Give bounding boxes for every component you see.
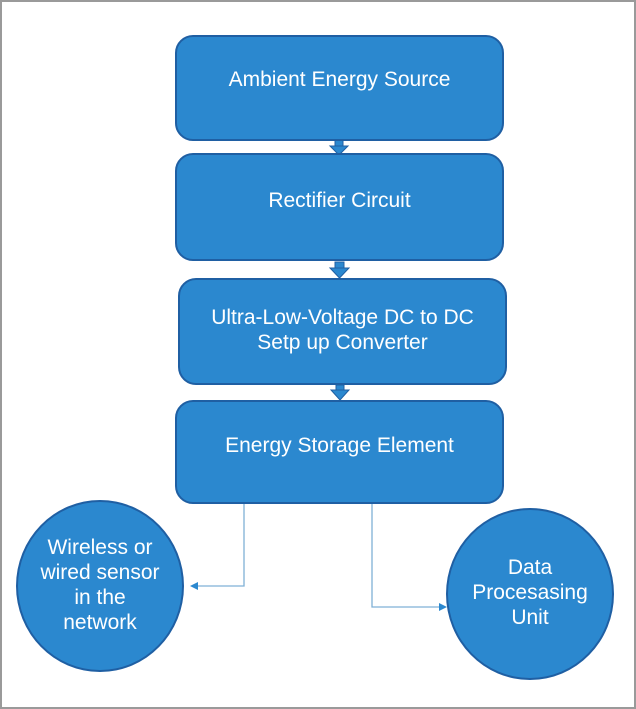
arrow-converter-to-storage bbox=[329, 384, 351, 401]
dc-dc-converter-label-line1: Ultra-Low-Voltage DC to DC bbox=[211, 305, 474, 329]
ambient-energy-source-label: Ambient Energy Source bbox=[228, 67, 451, 91]
arrow-rectifier-to-converter bbox=[328, 261, 351, 279]
rectifier-circuit-box: Rectifier Circuit bbox=[175, 153, 504, 261]
energy-storage-element-label: Energy Storage Element bbox=[225, 433, 454, 457]
rectifier-circuit-label: Rectifier Circuit bbox=[268, 188, 411, 212]
dc-dc-converter-label: Ultra-Low-Voltage DC to DC Setp up Conve… bbox=[211, 305, 474, 355]
data-processing-unit-circle: Data Procesasing Unit bbox=[446, 508, 614, 680]
connector-storage-to-processing bbox=[371, 504, 447, 611]
dc-dc-converter-label-line2: Setp up Converter bbox=[257, 330, 428, 354]
sensor-circle: Wireless or wired sensor in the network bbox=[16, 500, 184, 672]
sensor-label: Wireless or wired sensor in the network bbox=[40, 536, 160, 634]
dc-dc-converter-box: Ultra-Low-Voltage DC to DC Setp up Conve… bbox=[178, 278, 507, 385]
data-processing-unit-label: Data Procesasing Unit bbox=[472, 555, 588, 629]
ambient-energy-source-box: Ambient Energy Source bbox=[175, 35, 504, 141]
energy-storage-element-box: Energy Storage Element bbox=[175, 400, 504, 504]
connector-storage-to-sensor bbox=[190, 504, 245, 590]
